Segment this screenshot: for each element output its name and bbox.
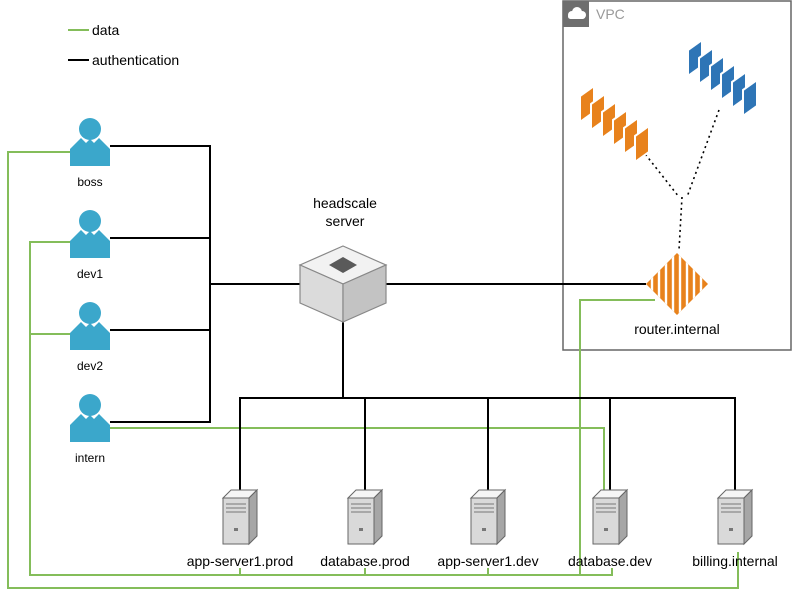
server-icon-app-server1-prod — [221, 488, 259, 546]
orange-instance-stack-icon — [579, 84, 650, 164]
server-front — [717, 497, 745, 545]
user-label-dev2: dev2 — [77, 359, 103, 373]
legend-data-label: data — [92, 22, 119, 38]
server-side — [743, 488, 753, 546]
server-label-app-server1-dev: app-server1.dev — [437, 553, 538, 569]
cloud-part — [568, 14, 585, 19]
cube-top-diamond — [329, 257, 357, 273]
server-front — [592, 497, 620, 545]
user-icon-dev2 — [70, 302, 110, 350]
server-label-database-dev: database.dev — [568, 553, 652, 569]
server-bays — [596, 503, 616, 513]
server-side — [496, 488, 506, 546]
headscale-label-line2: server — [326, 213, 365, 229]
server-front — [470, 497, 498, 545]
server-icon-database-prod — [346, 488, 384, 546]
edge-data-dev1-bus — [29, 241, 613, 576]
edge-data-boss — [7, 151, 739, 589]
server-side — [618, 488, 628, 546]
dotted-router-link — [678, 196, 683, 251]
slab — [742, 78, 758, 118]
server-led — [604, 528, 608, 531]
server-icon-app-server1-dev — [469, 488, 507, 546]
dotted-orange-stack-link — [641, 149, 680, 198]
legend-auth-label: authentication — [92, 52, 179, 68]
vpc-box — [562, 0, 792, 351]
router-body — [646, 253, 708, 315]
user-body — [70, 138, 110, 166]
router-label: router.internal — [634, 321, 720, 337]
server-bays — [351, 503, 371, 513]
server-icon-billing-internal — [716, 488, 754, 546]
server-icon-database-dev — [591, 488, 629, 546]
server-led — [234, 528, 238, 531]
server-front — [222, 497, 250, 545]
user-body — [70, 230, 110, 258]
headscale-cube-icon — [298, 245, 388, 323]
server-label-app-server1-prod: app-server1.prod — [187, 553, 294, 569]
slab — [634, 124, 650, 164]
server-front — [347, 497, 375, 545]
router-icon — [646, 253, 708, 315]
edge-data-intern — [110, 427, 605, 490]
server-led — [482, 528, 486, 531]
user-label-boss: boss — [77, 175, 102, 189]
user-head — [79, 302, 101, 324]
dotted-blue-stack-link — [686, 109, 720, 198]
user-head — [79, 394, 101, 416]
cloud-icon — [568, 7, 586, 19]
server-bays — [226, 503, 246, 513]
server-label-database-prod: database.prod — [320, 553, 410, 569]
cube-right — [342, 264, 387, 323]
server-side — [373, 488, 383, 546]
user-icon-boss — [70, 118, 110, 166]
user-head — [79, 210, 101, 232]
server-bays — [474, 503, 494, 513]
vpc-label: VPC — [596, 6, 625, 22]
user-head — [79, 118, 101, 140]
server-side — [248, 488, 258, 546]
blue-instance-stack-icon — [687, 38, 758, 118]
server-led — [729, 528, 733, 531]
user-icon-dev1 — [70, 210, 110, 258]
user-body — [70, 414, 110, 442]
server-label-billing-internal: billing.internal — [692, 553, 778, 569]
server-bays — [721, 503, 741, 513]
edge-data-router — [579, 299, 655, 575]
user-label-dev1: dev1 — [77, 267, 103, 281]
user-icon-intern — [70, 394, 110, 442]
headscale-label-line1: headscale — [313, 195, 377, 211]
server-led — [359, 528, 363, 531]
user-label-intern: intern — [75, 451, 105, 465]
user-body — [70, 322, 110, 350]
